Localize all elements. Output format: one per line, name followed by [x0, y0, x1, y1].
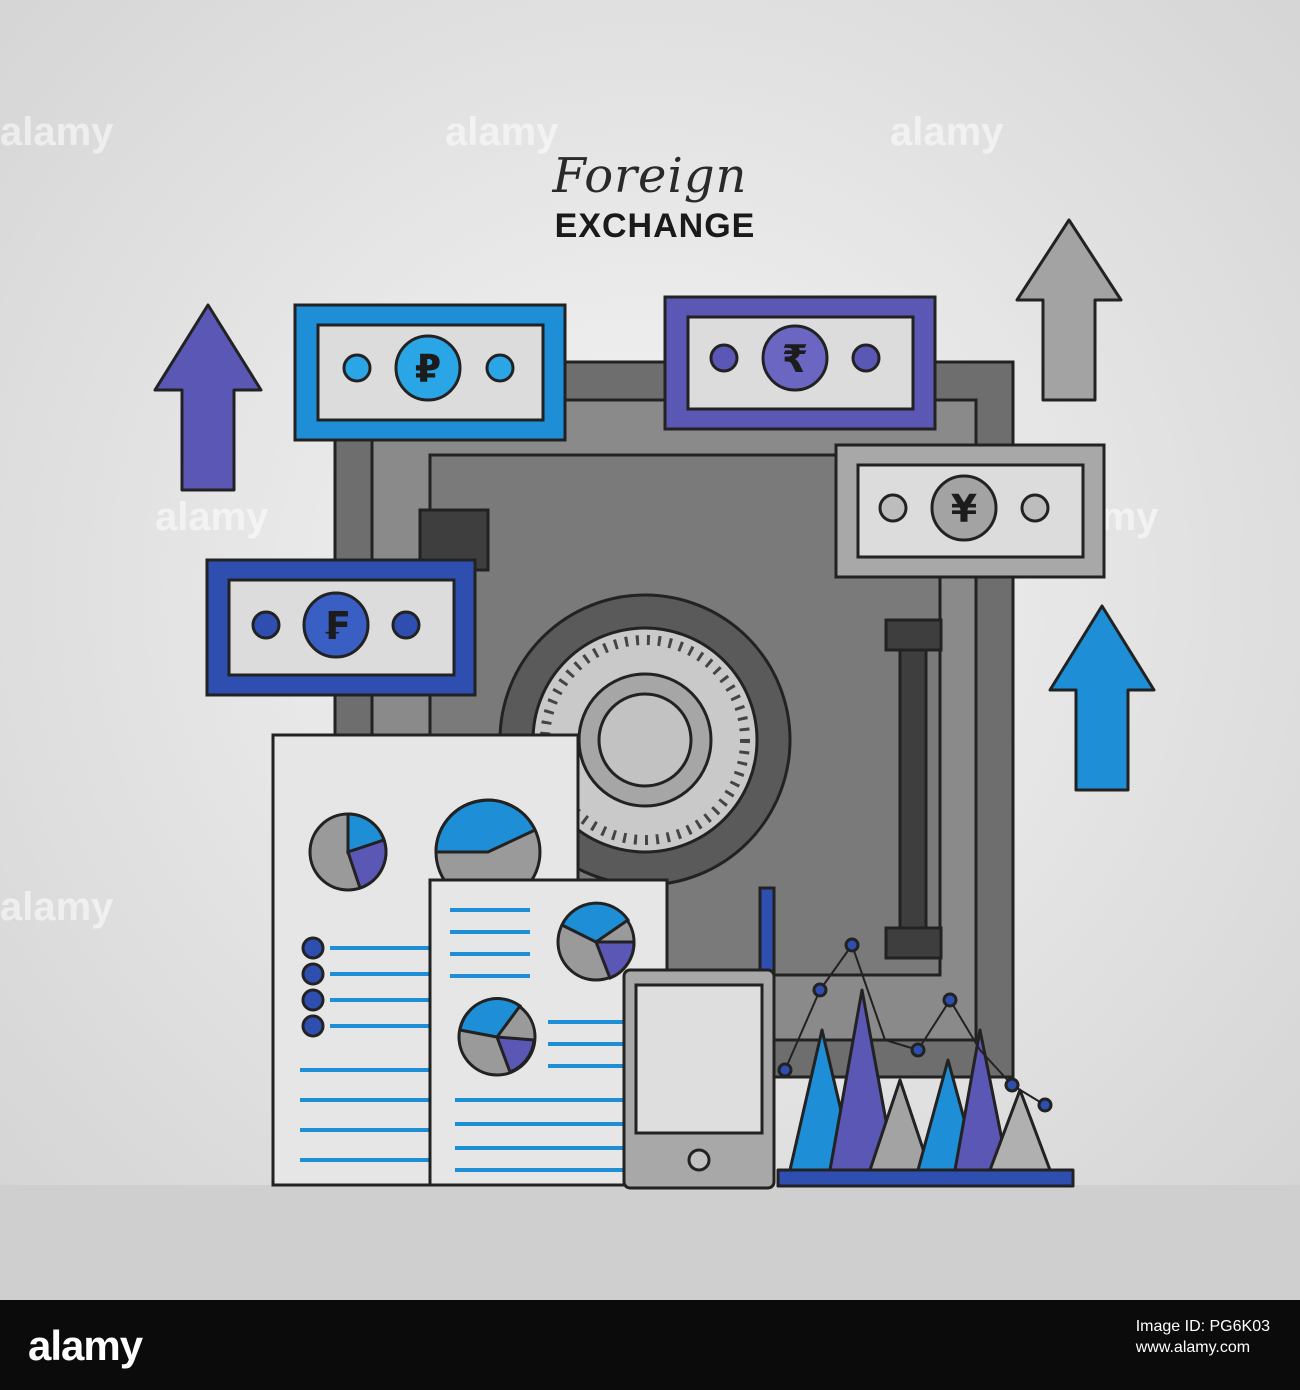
image-id: Image ID: PG6K03 [1135, 1318, 1270, 1335]
site-url: www.alamy.com [1135, 1339, 1251, 1356]
banknote-franc [205, 558, 477, 697]
svg-text:alamy: alamy [0, 110, 114, 154]
arrow-up-icon [1015, 218, 1123, 402]
title-line1: Foreign [552, 148, 748, 204]
ruble-symbol: ₽ [415, 347, 441, 391]
arrow-up-icon [1048, 604, 1156, 792]
report-lines [450, 908, 630, 1172]
illustration: alamy alamy alamy alamy alamy alamy alam… [0, 0, 1300, 1300]
franc-symbol: ₣ [323, 604, 349, 648]
svg-text:alamy: alamy [155, 495, 269, 539]
report-lines [300, 946, 430, 1162]
stock-footer: alamy Image ID: PG6K03 www.alamy.com [0, 1300, 1300, 1390]
svg-text:alamy: alamy [445, 110, 559, 154]
svg-text:alamy: alamy [890, 110, 1004, 154]
stock-chart-icon [776, 937, 1075, 1188]
image-meta: Image ID: PG6K03 www.alamy.com [1136, 1316, 1270, 1358]
alamy-logo: alamy [28, 1322, 143, 1369]
yen-symbol: ¥ [951, 487, 977, 531]
smartphone-icon [622, 886, 776, 1190]
floor [0, 1185, 1300, 1300]
arrow-up-icon [153, 303, 263, 492]
banknote-rupee [663, 295, 937, 431]
title-line2: EXCHANGE [555, 207, 756, 245]
banknote-yen [834, 443, 1106, 579]
svg-text:alamy: alamy [0, 885, 114, 929]
rupee-symbol: ₹ [782, 337, 808, 381]
banknote-ruble [293, 303, 567, 442]
